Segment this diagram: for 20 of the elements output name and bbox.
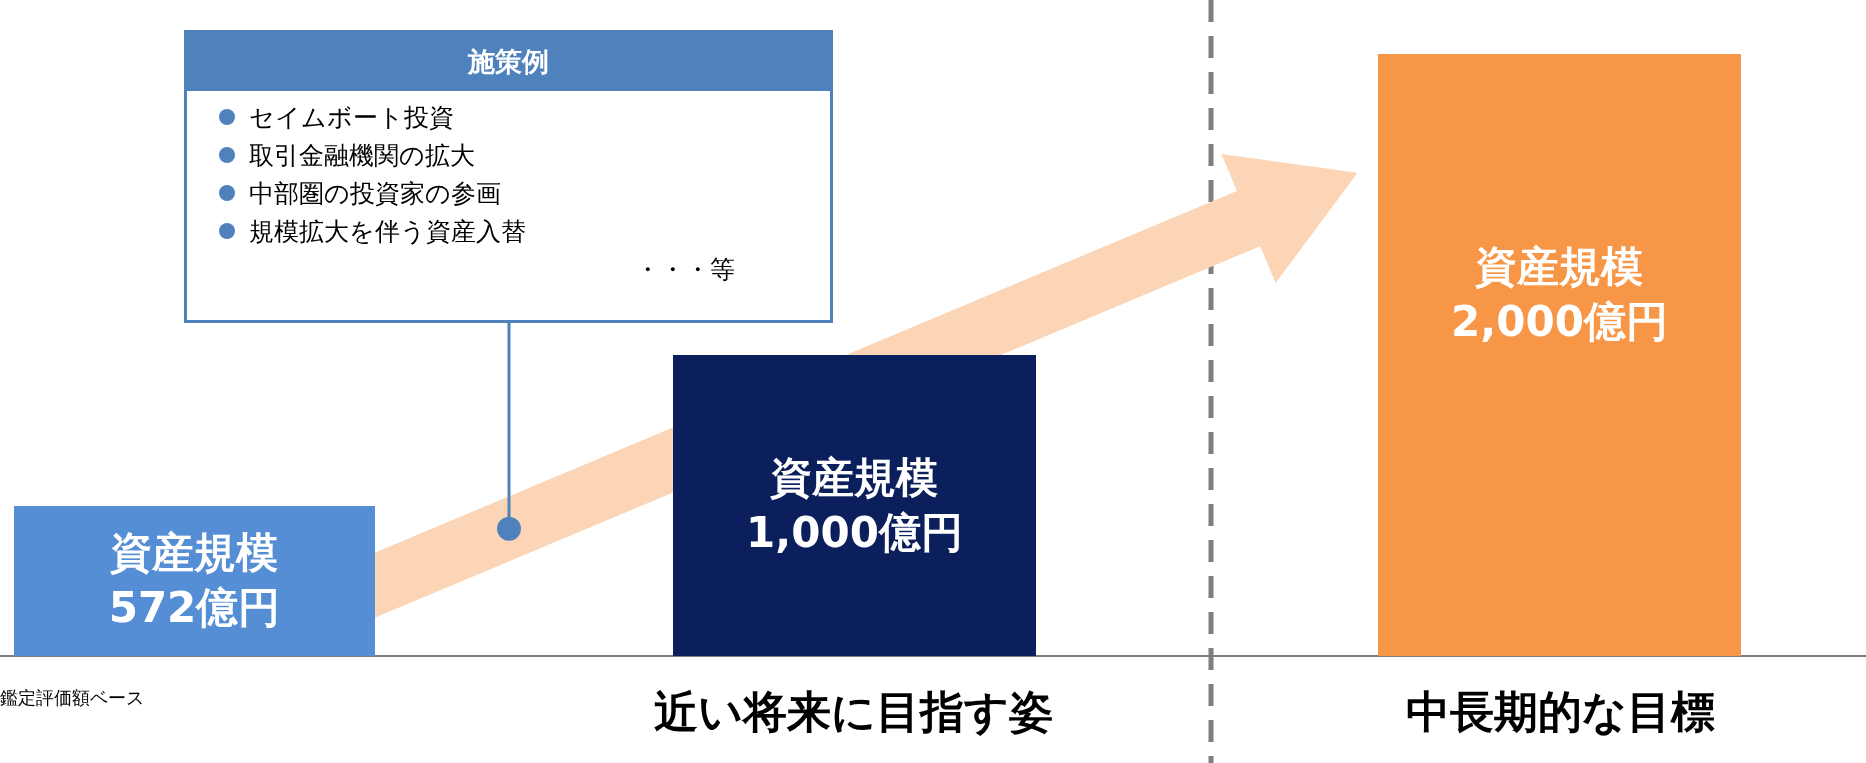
bar <box>1378 54 1741 656</box>
footnote-text: 鑑定評価額ベース <box>0 686 144 710</box>
list-item: 取引金融機関の拡大 <box>219 139 475 172</box>
list-item: セイムボート投資 <box>219 101 454 134</box>
list-item: 中部圏の投資家の参画 <box>219 177 501 210</box>
bar-label: 2,000億円 <box>1451 295 1668 348</box>
callout-box <box>184 30 833 323</box>
section-label: 近い将来に目指す姿 <box>653 685 1053 739</box>
bar-label: 資産規模 <box>109 527 280 580</box>
bar-label: 1,000億円 <box>746 506 963 559</box>
callout-heading: 施策例 <box>187 33 830 91</box>
note-text: ・・・等 <box>635 254 735 286</box>
bar-label: 資産規模 <box>769 451 940 504</box>
bar-label: 572億円 <box>108 582 281 634</box>
leader-line <box>497 323 521 541</box>
list-item: 規模拡大を伴う資産入替 <box>219 215 526 248</box>
bar-label: 資産規模 <box>1474 241 1645 293</box>
section-label: 中長期的な目標 <box>1405 685 1715 739</box>
bar <box>14 506 375 656</box>
bar <box>673 355 1036 656</box>
